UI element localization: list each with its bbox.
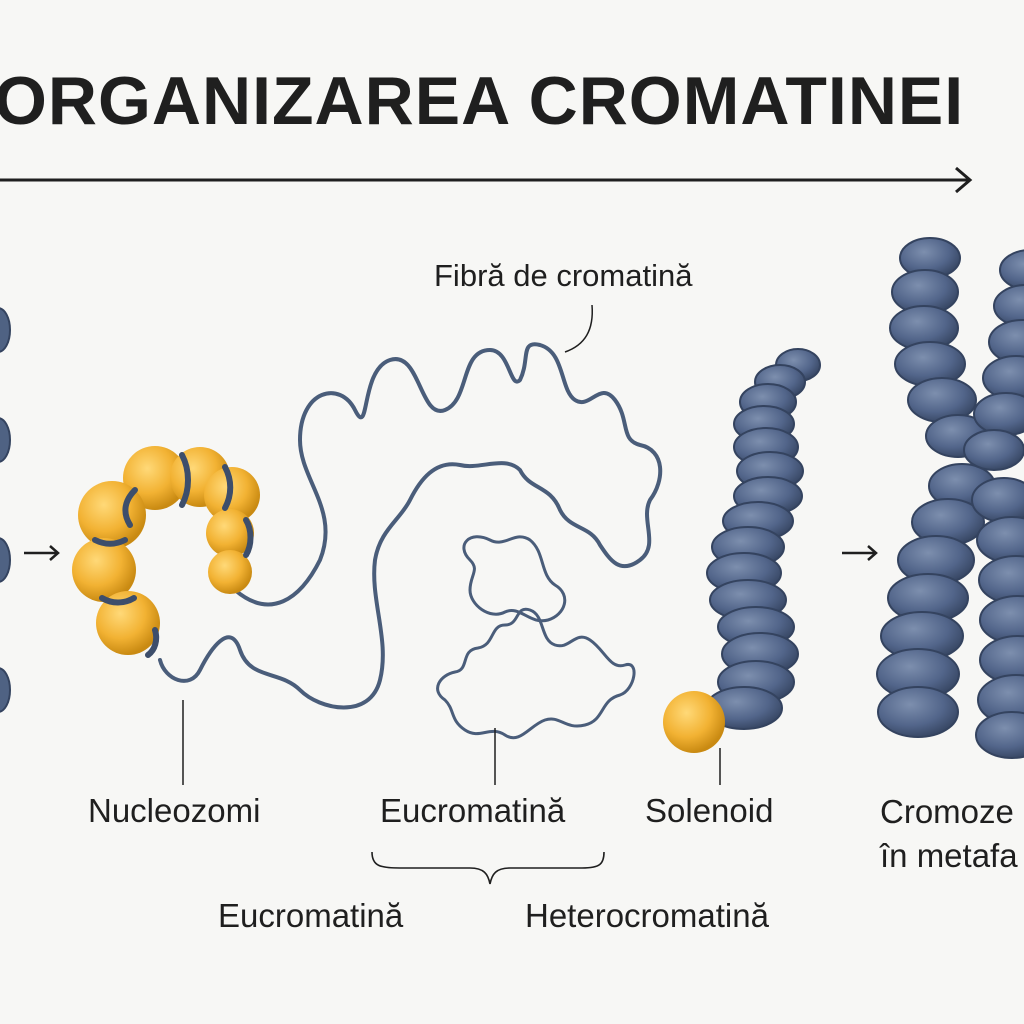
label-cromozom-line2: în metafa xyxy=(880,837,1018,874)
top-arrow-icon xyxy=(0,166,973,194)
label-eucromatina-top: Eucromatină xyxy=(380,792,566,829)
brace-icon xyxy=(371,851,605,885)
metaphase-chromosome xyxy=(876,237,1024,759)
chromatid-right-upper xyxy=(963,249,1024,471)
label-fibra-cromatina: Fibră de cromatină xyxy=(434,258,693,293)
chromatid-left-upper xyxy=(889,237,991,458)
solenoid-coil xyxy=(663,348,821,753)
arrow-right-icon xyxy=(842,545,878,561)
arrow-right-icon xyxy=(24,545,60,561)
label-nucleozomi: Nucleozomi xyxy=(88,792,261,829)
page-title: ORGANIZAREA CROMATINEI xyxy=(0,63,965,139)
chromatid-right-lower xyxy=(971,477,1024,759)
label-eucromatina-bottom: Eucromatină xyxy=(218,897,404,934)
chromatid-left-lower xyxy=(876,463,996,738)
label-pointer-lines xyxy=(182,304,721,785)
label-heterocromatina: Heterocromatină xyxy=(525,897,769,934)
label-solenoid: Solenoid xyxy=(645,792,774,829)
label-cromozom-metafaza: Cromoze în metafa xyxy=(880,790,1018,878)
chromatin-fiber-strand xyxy=(158,342,663,710)
dna-helix-edge xyxy=(0,307,11,713)
label-cromozom-line1: Cromoze xyxy=(880,793,1014,830)
nucleosome-beads xyxy=(72,446,260,658)
euchromatin-strand xyxy=(436,607,636,740)
euchromatin-strand-upper xyxy=(462,535,567,623)
